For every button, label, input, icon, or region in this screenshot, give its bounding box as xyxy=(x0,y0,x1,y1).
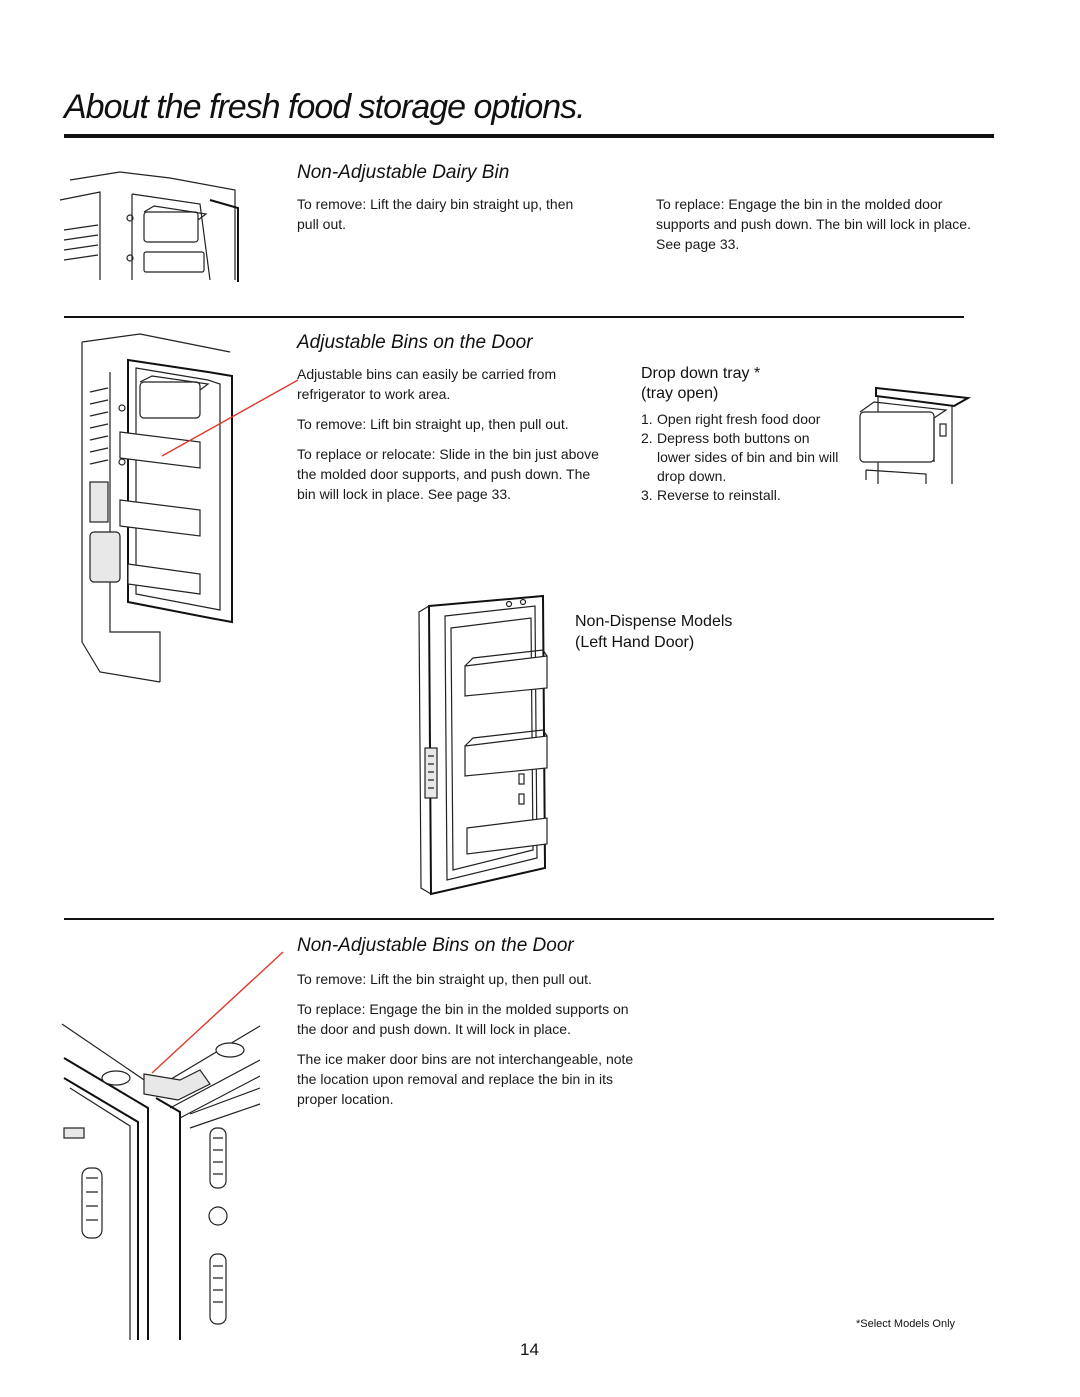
adjustable-bins-heading: Adjustable Bins on the Door xyxy=(297,332,533,353)
adjustable-bins-illustration xyxy=(81,333,233,683)
adjustable-bins-para-2: To remove: Lift bin straight up, then pu… xyxy=(297,416,569,432)
section-divider-1 xyxy=(64,316,964,318)
drop-down-tray-block: Drop down tray * (tray open) 1.Open righ… xyxy=(641,364,841,505)
drop-down-tray-illustration xyxy=(859,386,972,484)
non-adjustable-bins-para-3: The ice maker door bins are not intercha… xyxy=(297,1051,634,1107)
dairy-bin-replace-text: To replace: Engage the bin in the molded… xyxy=(656,196,971,252)
adjustable-bins-pointer-line xyxy=(161,379,299,457)
drop-down-tray-subheading: (tray open) xyxy=(641,385,719,402)
ice-maker-door-illustration xyxy=(61,1023,261,1340)
tray-step: 3.Reverse to reinstall. xyxy=(641,487,781,503)
footnote: *Select Models Only xyxy=(856,1318,956,1330)
non-dispense-caption-line-1: Non-Dispense Models xyxy=(575,613,733,630)
non-adjustable-bins-pointer-line xyxy=(151,951,284,1074)
drop-down-tray-heading: Drop down tray * xyxy=(641,365,761,382)
non-adjustable-bins-heading: Non-Adjustable Bins on the Door xyxy=(297,935,574,956)
page-title: About the fresh food storage options. xyxy=(64,88,586,126)
non-adjustable-bins-para-1: To remove: Lift the bin straight up, the… xyxy=(297,971,592,987)
tray-step: 2.Depress both buttons on lower sides of… xyxy=(641,430,839,484)
non-dispense-caption-line-2: (Left Hand Door) xyxy=(575,634,695,651)
drop-down-tray-steps: 1.Open right fresh food door 2.Depress b… xyxy=(641,410,841,505)
page-number: 14 xyxy=(520,1340,539,1359)
adjustable-bins-text: Adjustable bins can easily be carried fr… xyxy=(297,364,602,514)
section-divider-2 xyxy=(64,918,994,920)
tray-step: 1.Open right fresh food door xyxy=(641,411,821,427)
non-adjustable-bins-para-2: To replace: Engage the bin in the molded… xyxy=(297,1001,629,1037)
dairy-bin-remove-text: To remove: Lift the dairy bin straight u… xyxy=(297,196,574,232)
non-dispense-caption: Non-Dispense Models (Left Hand Door) xyxy=(575,611,732,653)
left-hand-door-illustration xyxy=(418,594,548,896)
non-adjustable-bins-text: To remove: Lift the bin straight up, the… xyxy=(297,969,642,1119)
adjustable-bins-para-3: To replace or relocate: Slide in the bin… xyxy=(297,446,599,502)
adjustable-bins-para-1: Adjustable bins can easily be carried fr… xyxy=(297,366,557,402)
dairy-bin-illustration xyxy=(59,171,239,282)
dairy-bin-heading: Non-Adjustable Dairy Bin xyxy=(297,162,510,183)
title-divider xyxy=(64,134,994,138)
